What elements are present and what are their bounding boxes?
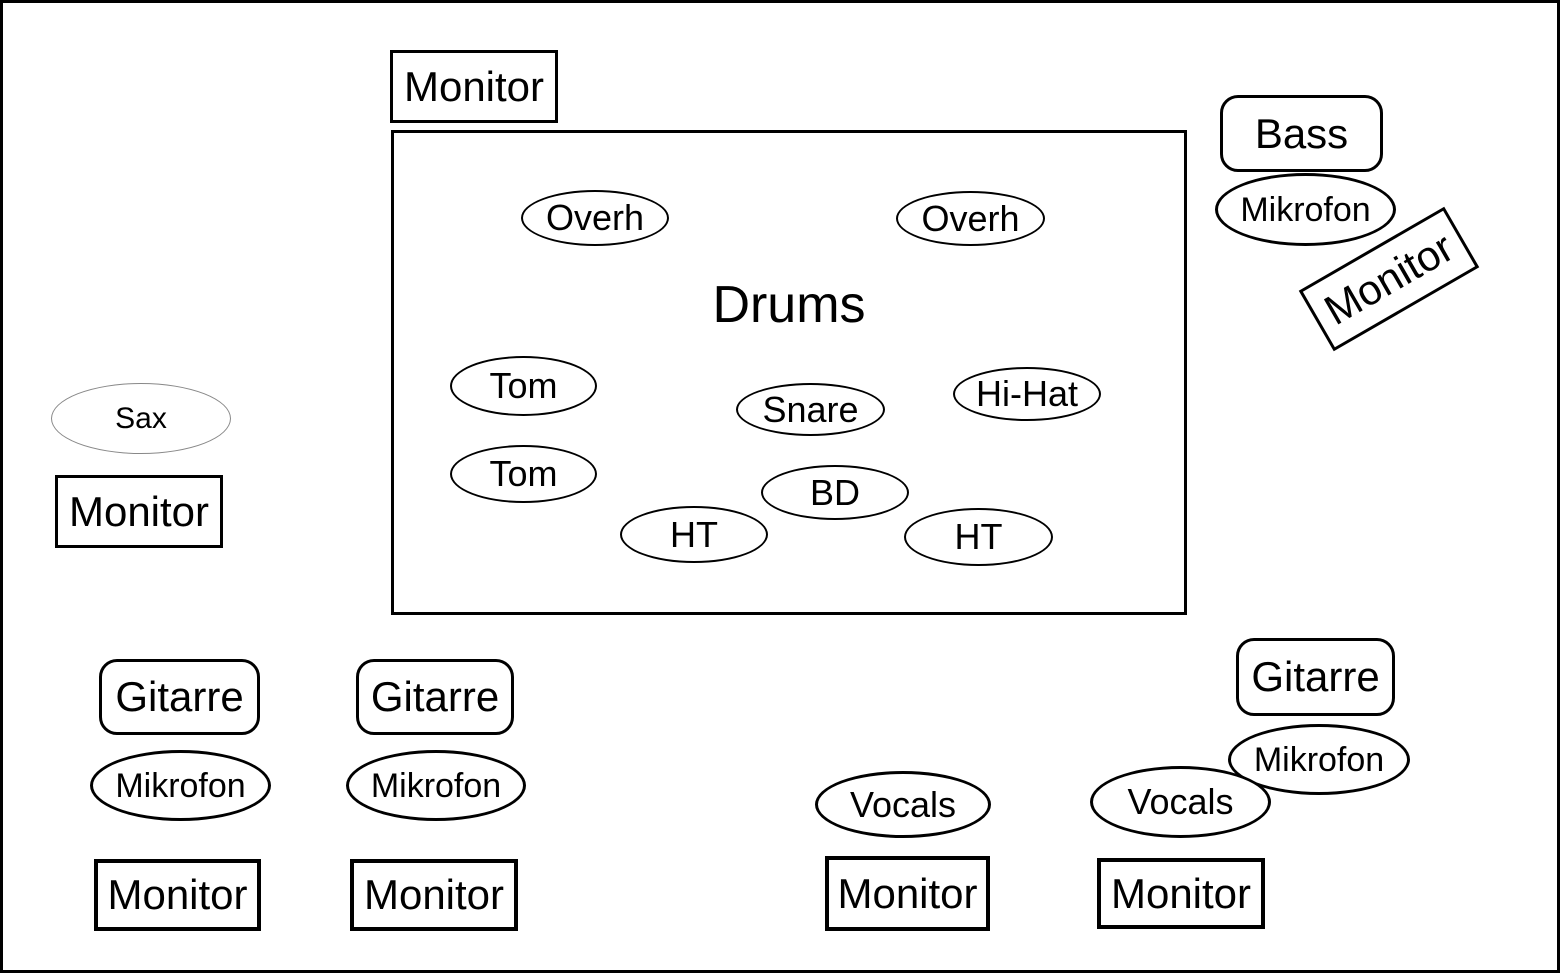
snare-mic: Snare: [736, 383, 885, 436]
gitarre-label: Gitarre: [370, 673, 500, 720]
bass-drum-mic-label: BD: [809, 471, 860, 513]
overhead-mic-label: Overh: [921, 197, 1020, 239]
monitor-box-3: Monitor: [825, 856, 990, 931]
monitor-label: Monitor: [107, 871, 248, 918]
bass-label: Bass: [1254, 109, 1349, 157]
monitor-label: Monitor: [403, 62, 545, 110]
bass-box: Bass: [1220, 95, 1383, 172]
mikrofon-ellipse-1: Mikrofon: [90, 750, 271, 821]
sax-ellipse: Sax: [51, 383, 231, 454]
monitor-label: Monitor: [363, 871, 505, 918]
mikrofon-label: Mikrofon: [1253, 740, 1385, 779]
gitarre-label: Gitarre: [1251, 653, 1380, 700]
gitarre-box-2: Gitarre: [356, 659, 514, 735]
monitor-box-4: Monitor: [1097, 858, 1265, 929]
tom-mic-upper: Tom: [450, 356, 597, 416]
hi-hat-mic-label: Hi-Hat: [975, 373, 1078, 414]
hi-hat-mic: Hi-Hat: [953, 367, 1101, 421]
drums-title: Drums: [712, 276, 866, 334]
bass-drum-mic: BD: [761, 465, 909, 520]
snare-mic-label: Snare: [762, 388, 859, 430]
overhead-mic-right: Overh: [896, 191, 1045, 246]
monitor-label: Monitor: [1110, 869, 1252, 917]
monitor-label: Monitor: [837, 869, 978, 917]
bass-mikrofon-ellipse: Mikrofon: [1215, 173, 1396, 246]
monitor-box-top: Monitor: [390, 50, 558, 123]
monitor-label: Monitor: [68, 487, 210, 535]
ht-mic-right: HT: [904, 508, 1053, 566]
tom-mic-lower: Tom: [450, 445, 597, 503]
gitarre-label: Gitarre: [115, 673, 244, 720]
vocals-label: Vocals: [849, 783, 957, 825]
vocals-label: Vocals: [1127, 781, 1234, 822]
gitarre-box-3: Gitarre: [1236, 638, 1395, 716]
sax-label: Sax: [115, 401, 167, 435]
mikrofon-ellipse-2: Mikrofon: [346, 750, 526, 821]
monitor-box-sax: Monitor: [55, 475, 223, 548]
gitarre-box-1: Gitarre: [99, 659, 260, 735]
ht-mic-label: HT: [670, 513, 718, 555]
monitor-box-2: Monitor: [350, 859, 518, 931]
overhead-mic-left: Overh: [521, 190, 669, 246]
mikrofon-label: Mikrofon: [115, 766, 246, 805]
monitor-box-1: Monitor: [94, 859, 261, 931]
mikrofon-label: Mikrofon: [1240, 190, 1371, 229]
overhead-mic-label: Overh: [545, 197, 645, 238]
tom-mic-label: Tom: [489, 365, 558, 406]
mikrofon-label: Mikrofon: [370, 766, 502, 805]
vocals-ellipse-2: Vocals: [1090, 766, 1271, 838]
vocals-ellipse-1: Vocals: [815, 771, 991, 838]
tom-mic-label: Tom: [489, 453, 558, 494]
ht-mic-label: HT: [954, 516, 1003, 557]
ht-mic-left: HT: [620, 506, 768, 563]
